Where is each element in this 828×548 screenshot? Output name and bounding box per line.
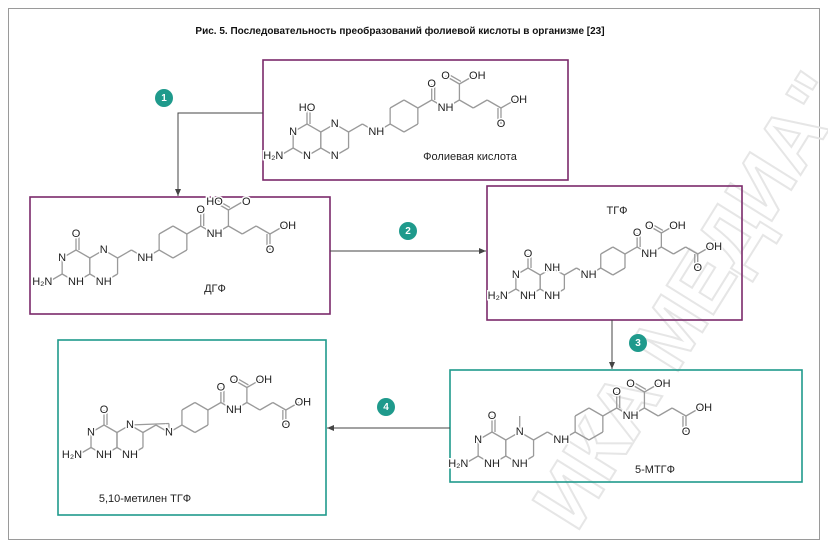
atom-label-n5: N — [331, 118, 339, 130]
atom-label-h2n: H₂N — [448, 458, 468, 470]
molecule-name: 5,10-метилен ТГФ — [99, 493, 191, 505]
atom-label-o4: HO — [299, 102, 316, 114]
atom-label-n10: N — [165, 427, 173, 439]
atom-label-n10: NH — [137, 252, 153, 264]
step-badge-2: 2 — [399, 222, 417, 240]
atom-label-amideNH: NH — [623, 410, 639, 422]
atom-label-h2n: H₂N — [32, 276, 52, 288]
atom-label-aO: O — [441, 70, 450, 82]
atom-label-n5: N — [516, 426, 524, 438]
atom-label-n3: N — [303, 150, 311, 162]
atom-label-aO: O — [645, 220, 654, 232]
atom-label-h2n: H₂N — [488, 290, 508, 302]
atom-label-amideO: O — [196, 204, 205, 216]
mthf-box — [449, 369, 803, 483]
atom-label-aOH: OH — [669, 220, 686, 232]
step-number: 1 — [161, 93, 167, 104]
atom-label-n8: NH — [96, 276, 112, 288]
step-badge-1: 1 — [155, 89, 173, 107]
atom-label-n10: NH — [553, 434, 569, 446]
atom-label-n10: NH — [368, 126, 384, 138]
atom-label-gO: O — [282, 419, 291, 431]
methylene-thf-box — [57, 339, 327, 516]
atom-label-gOH: OH — [280, 220, 297, 232]
atom-label-n1: N — [474, 434, 482, 446]
dhf-box — [29, 196, 331, 315]
atom-label-gOH: OH — [696, 402, 713, 414]
figure-frame — [8, 8, 820, 540]
atom-label-aO: O — [230, 374, 239, 386]
atom-label-n3: NH — [520, 290, 536, 302]
atom-label-n1: N — [512, 269, 520, 281]
arrow-step-1 — [175, 112, 263, 196]
atom-label-n8: NH — [512, 458, 528, 470]
atom-label-n8: NH — [122, 449, 138, 461]
atom-label-gO: O — [682, 426, 691, 438]
atom-label-n3: NH — [484, 458, 500, 470]
atom-label-o4: O — [100, 404, 109, 416]
atom-label-amideO: O — [217, 382, 226, 394]
atom-label-amideNH: NH — [207, 228, 223, 240]
atom-label-amideO: O — [633, 227, 642, 239]
atom-label-aOH: OH — [469, 70, 486, 82]
step-number: 2 — [405, 226, 411, 237]
atom-label-o4: O — [72, 228, 81, 240]
thf-box — [486, 185, 743, 321]
atom-label-n1: N — [87, 427, 95, 439]
atom-label-aO: HO — [206, 196, 223, 208]
atom-label-n1: N — [289, 126, 297, 138]
atom-label-aO: O — [626, 378, 635, 390]
atom-label-gO: O — [693, 262, 702, 274]
atom-label-aOH: OH — [256, 374, 273, 386]
atom-label-amideNH: NH — [226, 404, 242, 416]
atom-label-n1: N — [58, 252, 66, 264]
atom-label-o4: O — [524, 248, 533, 260]
atom-label-h2n: H₂N — [263, 150, 283, 162]
atom-label-n5: N — [126, 419, 134, 431]
molecule-name: ТГФ — [606, 205, 627, 217]
atom-label-n3: NH — [96, 449, 112, 461]
atom-label-n10: NH — [581, 269, 597, 281]
atom-label-amideNH: NH — [641, 248, 657, 260]
atom-label-gOH: OH — [295, 397, 312, 409]
atom-label-n8: NH — [544, 290, 560, 302]
molecule-name: Фолиевая кислота — [423, 151, 518, 163]
atom-label-aOH: OH — [654, 378, 671, 390]
atom-label-n3: NH — [68, 276, 84, 288]
step-number: 4 — [383, 402, 389, 413]
folic-box — [262, 59, 569, 181]
atom-label-amideO: O — [427, 78, 436, 90]
atom-label-o4: O — [488, 410, 497, 422]
step-badge-4: 4 — [377, 398, 395, 416]
atom-label-aOH: O — [242, 196, 251, 208]
atom-label-gO: O — [497, 118, 506, 130]
atom-label-amideNH: NH — [438, 102, 454, 114]
molecule-name: 5-МТГФ — [635, 464, 675, 476]
atom-label-n8: N — [331, 150, 339, 162]
atom-label-n5: N — [100, 244, 108, 256]
atom-label-gOH: OH — [511, 94, 528, 106]
step-badge-3: 3 — [629, 334, 647, 352]
molecule-name: ДГФ — [204, 283, 226, 295]
atom-label-n5: NH — [544, 262, 560, 274]
step-number: 3 — [635, 338, 641, 349]
atom-label-amideO: O — [612, 386, 621, 398]
atom-label-gO: O — [266, 244, 275, 256]
atom-label-gOH: OH — [706, 241, 723, 253]
figure-title: Рис. 5. Последовательность преобразовани… — [195, 26, 605, 37]
atom-label-h2n: H₂N — [62, 449, 82, 461]
